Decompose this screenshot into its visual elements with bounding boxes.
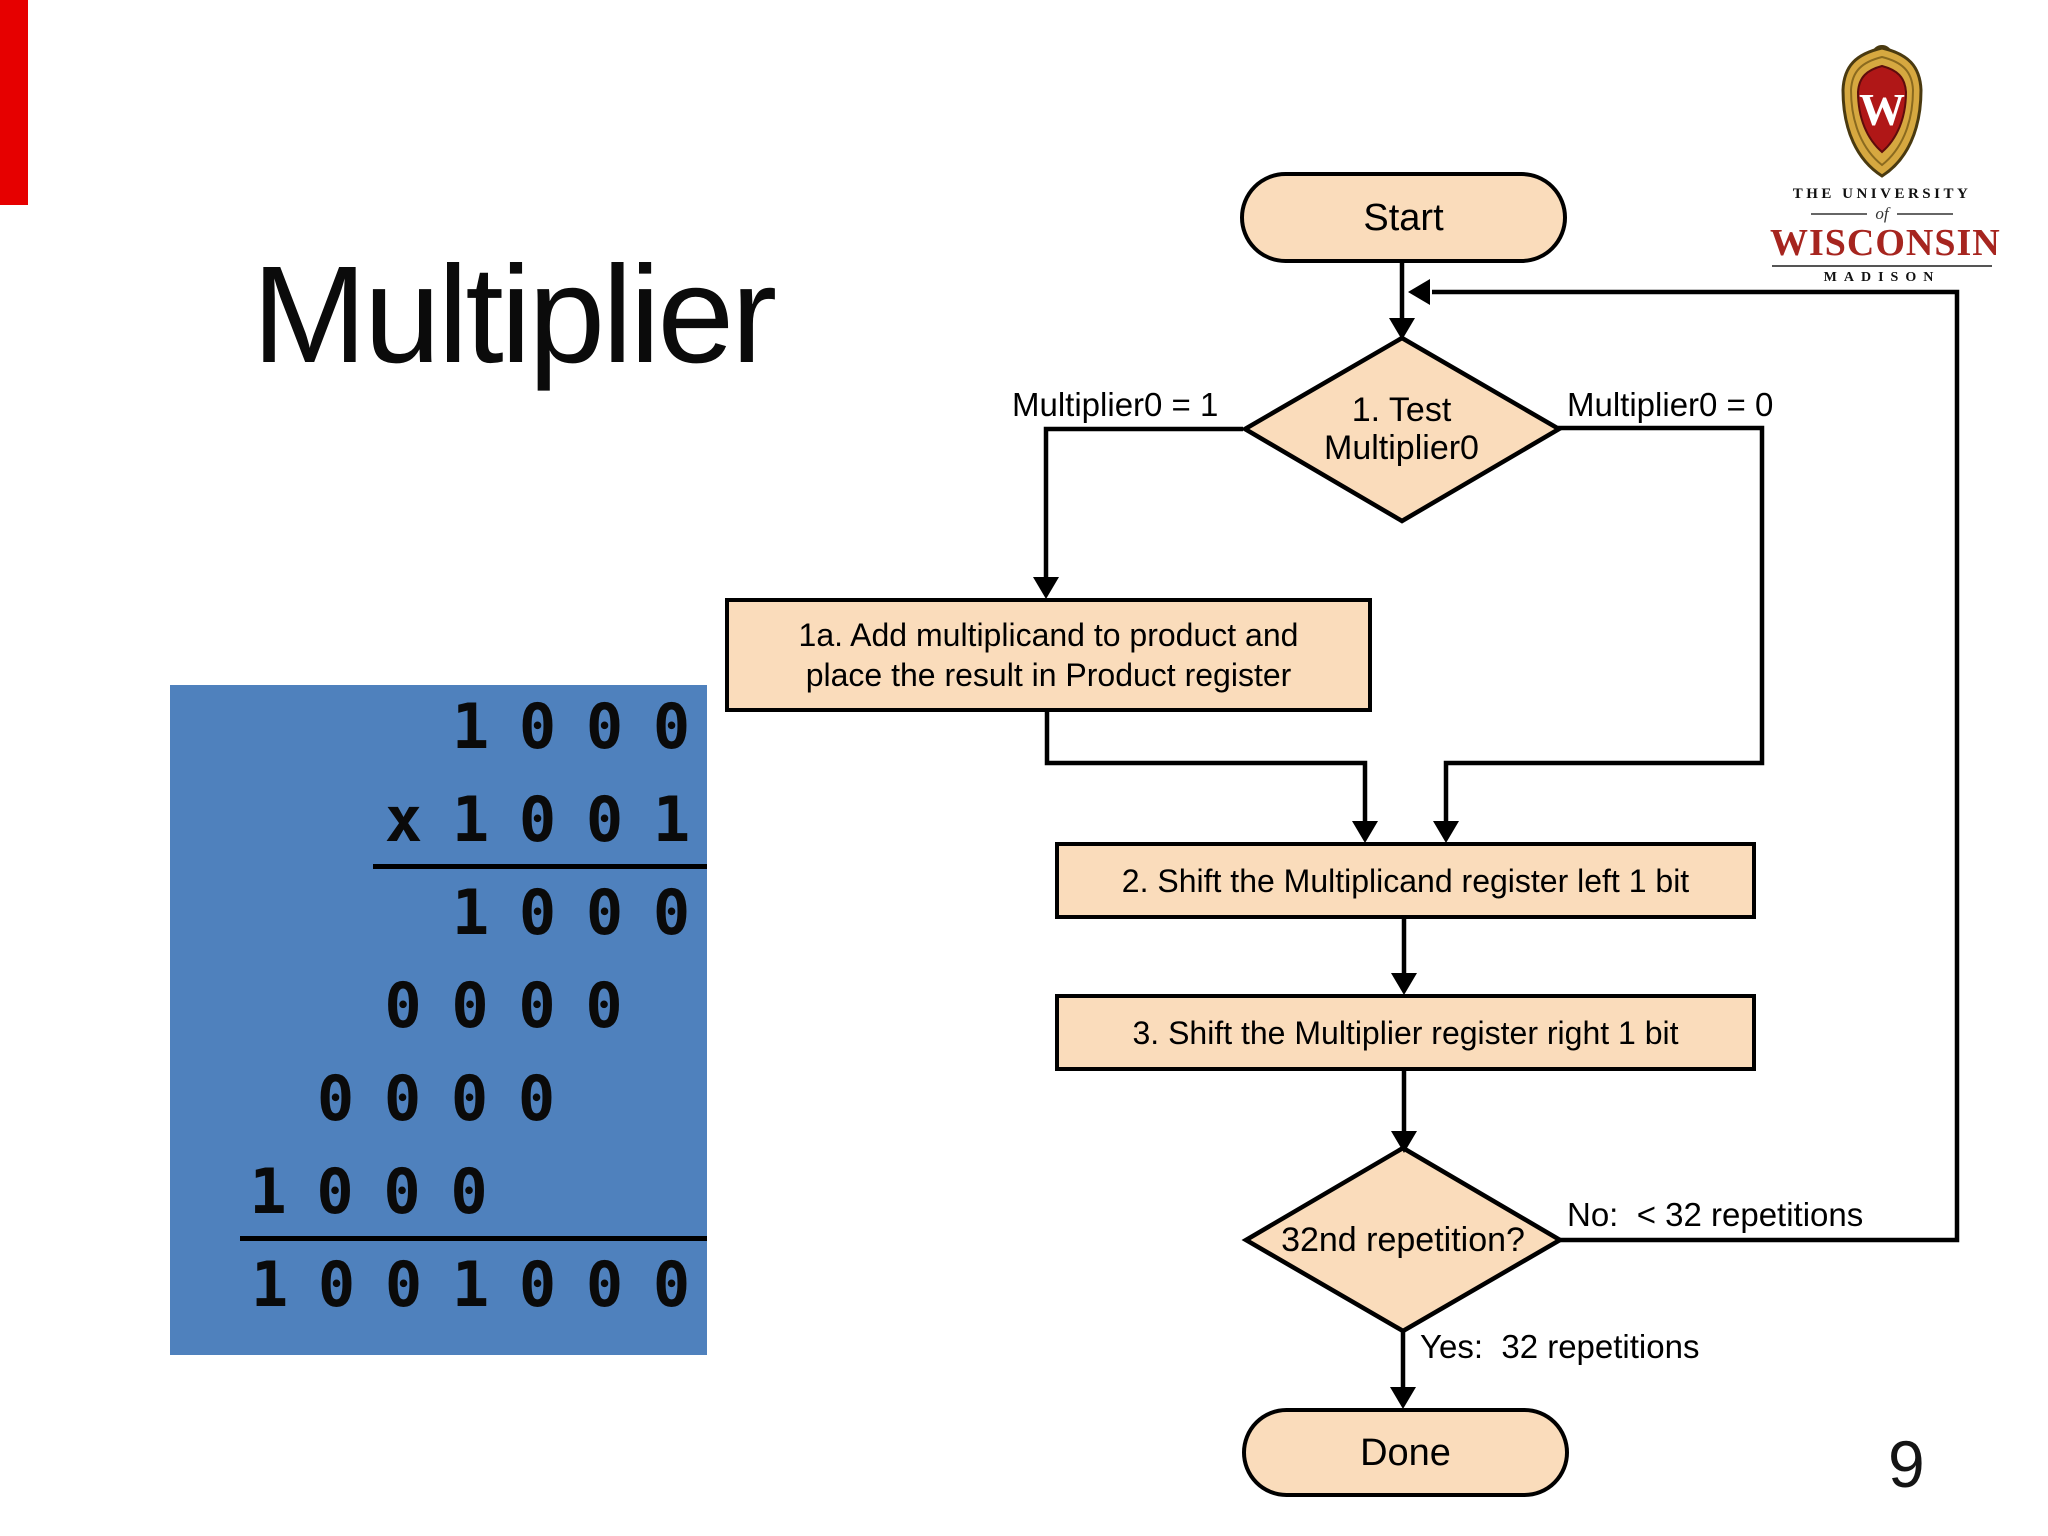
binary-digit: 0 [652,1248,691,1321]
binary-digit: 1 [249,1155,287,1228]
binary-digit: 0 [652,690,691,763]
start-label: Start [1363,196,1444,239]
binary-digit: 0 [384,969,422,1042]
arrowhead-into-3 [1391,973,1417,995]
binary-digit: 0 [451,969,489,1042]
decision-32nd-repetition [1241,1145,1565,1334]
arrowhead-right-into-2 [1433,821,1459,843]
flowchart-box-3: 3. Shift the Multiplier register right 1… [1055,994,1756,1071]
sum-rule-line [240,1236,707,1241]
flowchart-box-2: 2. Shift the Multiplicand register left … [1055,842,1756,919]
binary-digit: 0 [585,783,624,856]
binary-digit: 0 [518,783,557,856]
edge-1a-to-2 [1044,712,1368,834]
done-label: Done [1360,1431,1451,1474]
decision-test-multiplier0 [1240,335,1564,524]
edge-loop-back [1432,289,1960,1243]
multiplication-rule-line [373,864,707,869]
binary-digit: 0 [316,1155,354,1228]
edge-test-right-branch [1443,425,1765,834]
decision1-text: 1. Test Multiplier0 [1244,391,1559,467]
box-1a-line1: 1a. Add multiplicand to product and [798,617,1299,653]
binary-digit: 1 [451,783,490,856]
binary-digit: 0 [450,1062,489,1135]
binary-digit: 1 [451,876,490,949]
branch-label-no: No: < 32 repetitions [1567,1196,1864,1233]
page-number: 9 [1888,1427,1925,1501]
decision1-line2: Multiplier0 [1324,429,1479,467]
logo-line-of: of [1875,204,1889,223]
binary-digit: 0 [316,1062,355,1135]
uw-crest-icon: W [1841,45,1923,178]
logo-line-wisconsin: WISCONSIN [1770,222,2001,264]
binary-digit: 0 [585,876,624,949]
binary-digit: 0 [518,969,556,1042]
decision1-line1: 1. Test [1351,391,1452,429]
logo-line-university: THE UNIVERSITY [1792,186,1972,202]
branch-label-yes: Yes: 32 repetitions [1420,1328,1700,1365]
binary-digit: 0 [383,1155,421,1228]
binary-digit: 1 [250,1248,289,1321]
arrowhead-1a-into-2 [1352,821,1378,843]
binary-digit: 0 [518,876,557,949]
binary-digit: 0 [585,1248,624,1321]
box-2-label: 2. Shift the Multiplicand register left … [1121,862,1690,899]
flowchart-done-node: Done [1242,1408,1569,1497]
binary-digit: 0 [585,690,624,763]
arrowhead-loop-join [1408,279,1430,305]
decision2-text: 32nd repetition? [1281,1221,1525,1259]
branch-label-multiplier0-0: Multiplier0 = 0 [1567,386,1774,423]
binary-digit: 0 [585,969,623,1042]
multiply-sign: x [384,783,423,856]
binary-digit: 0 [517,1062,556,1135]
binary-digit: 1 [451,690,490,763]
box-3-label: 3. Shift the Multiplier register right 1… [1132,1014,1679,1051]
of-left-line [1811,213,1868,215]
arrowhead-into-test [1389,318,1415,340]
binary-digit: 0 [383,1062,422,1135]
page-title: Multiplier [252,238,777,392]
flowchart-start-node: Start [1240,172,1567,263]
flowchart-box-1a: 1a. Add multiplicand to product and plac… [725,598,1372,712]
binary-digit: 0 [652,876,691,949]
binary-digit: 1 [652,783,691,856]
binary-digit: 0 [317,1248,356,1321]
binary-digit: 1 [451,1248,490,1321]
logo-divider [1772,265,1992,267]
binary-digit: 0 [384,1248,423,1321]
crest-monogram: W [1859,84,1905,135]
binary-digit: 0 [518,1248,557,1321]
red-accent-bar [0,0,28,205]
logo-line-madison: MADISON [1823,270,1941,285]
uw-madison-logo: W THE UNIVERSITY of WISCONSIN MADISON [1770,44,2001,286]
arrowhead-into-done [1390,1387,1416,1409]
binary-digit: 0 [518,690,557,763]
box-1a-line2: place the result in Product register [805,657,1292,693]
arrowhead-into-1a [1033,577,1059,599]
logo-of-row: of [1770,204,1994,224]
branch-label-multiplier0-1: Multiplier0 = 1 [1012,386,1219,423]
arrowhead-into-repetition [1391,1131,1417,1153]
edge-test-left-branch [1043,426,1243,590]
binary-digit: 0 [450,1155,488,1228]
of-right-line [1896,213,1953,215]
